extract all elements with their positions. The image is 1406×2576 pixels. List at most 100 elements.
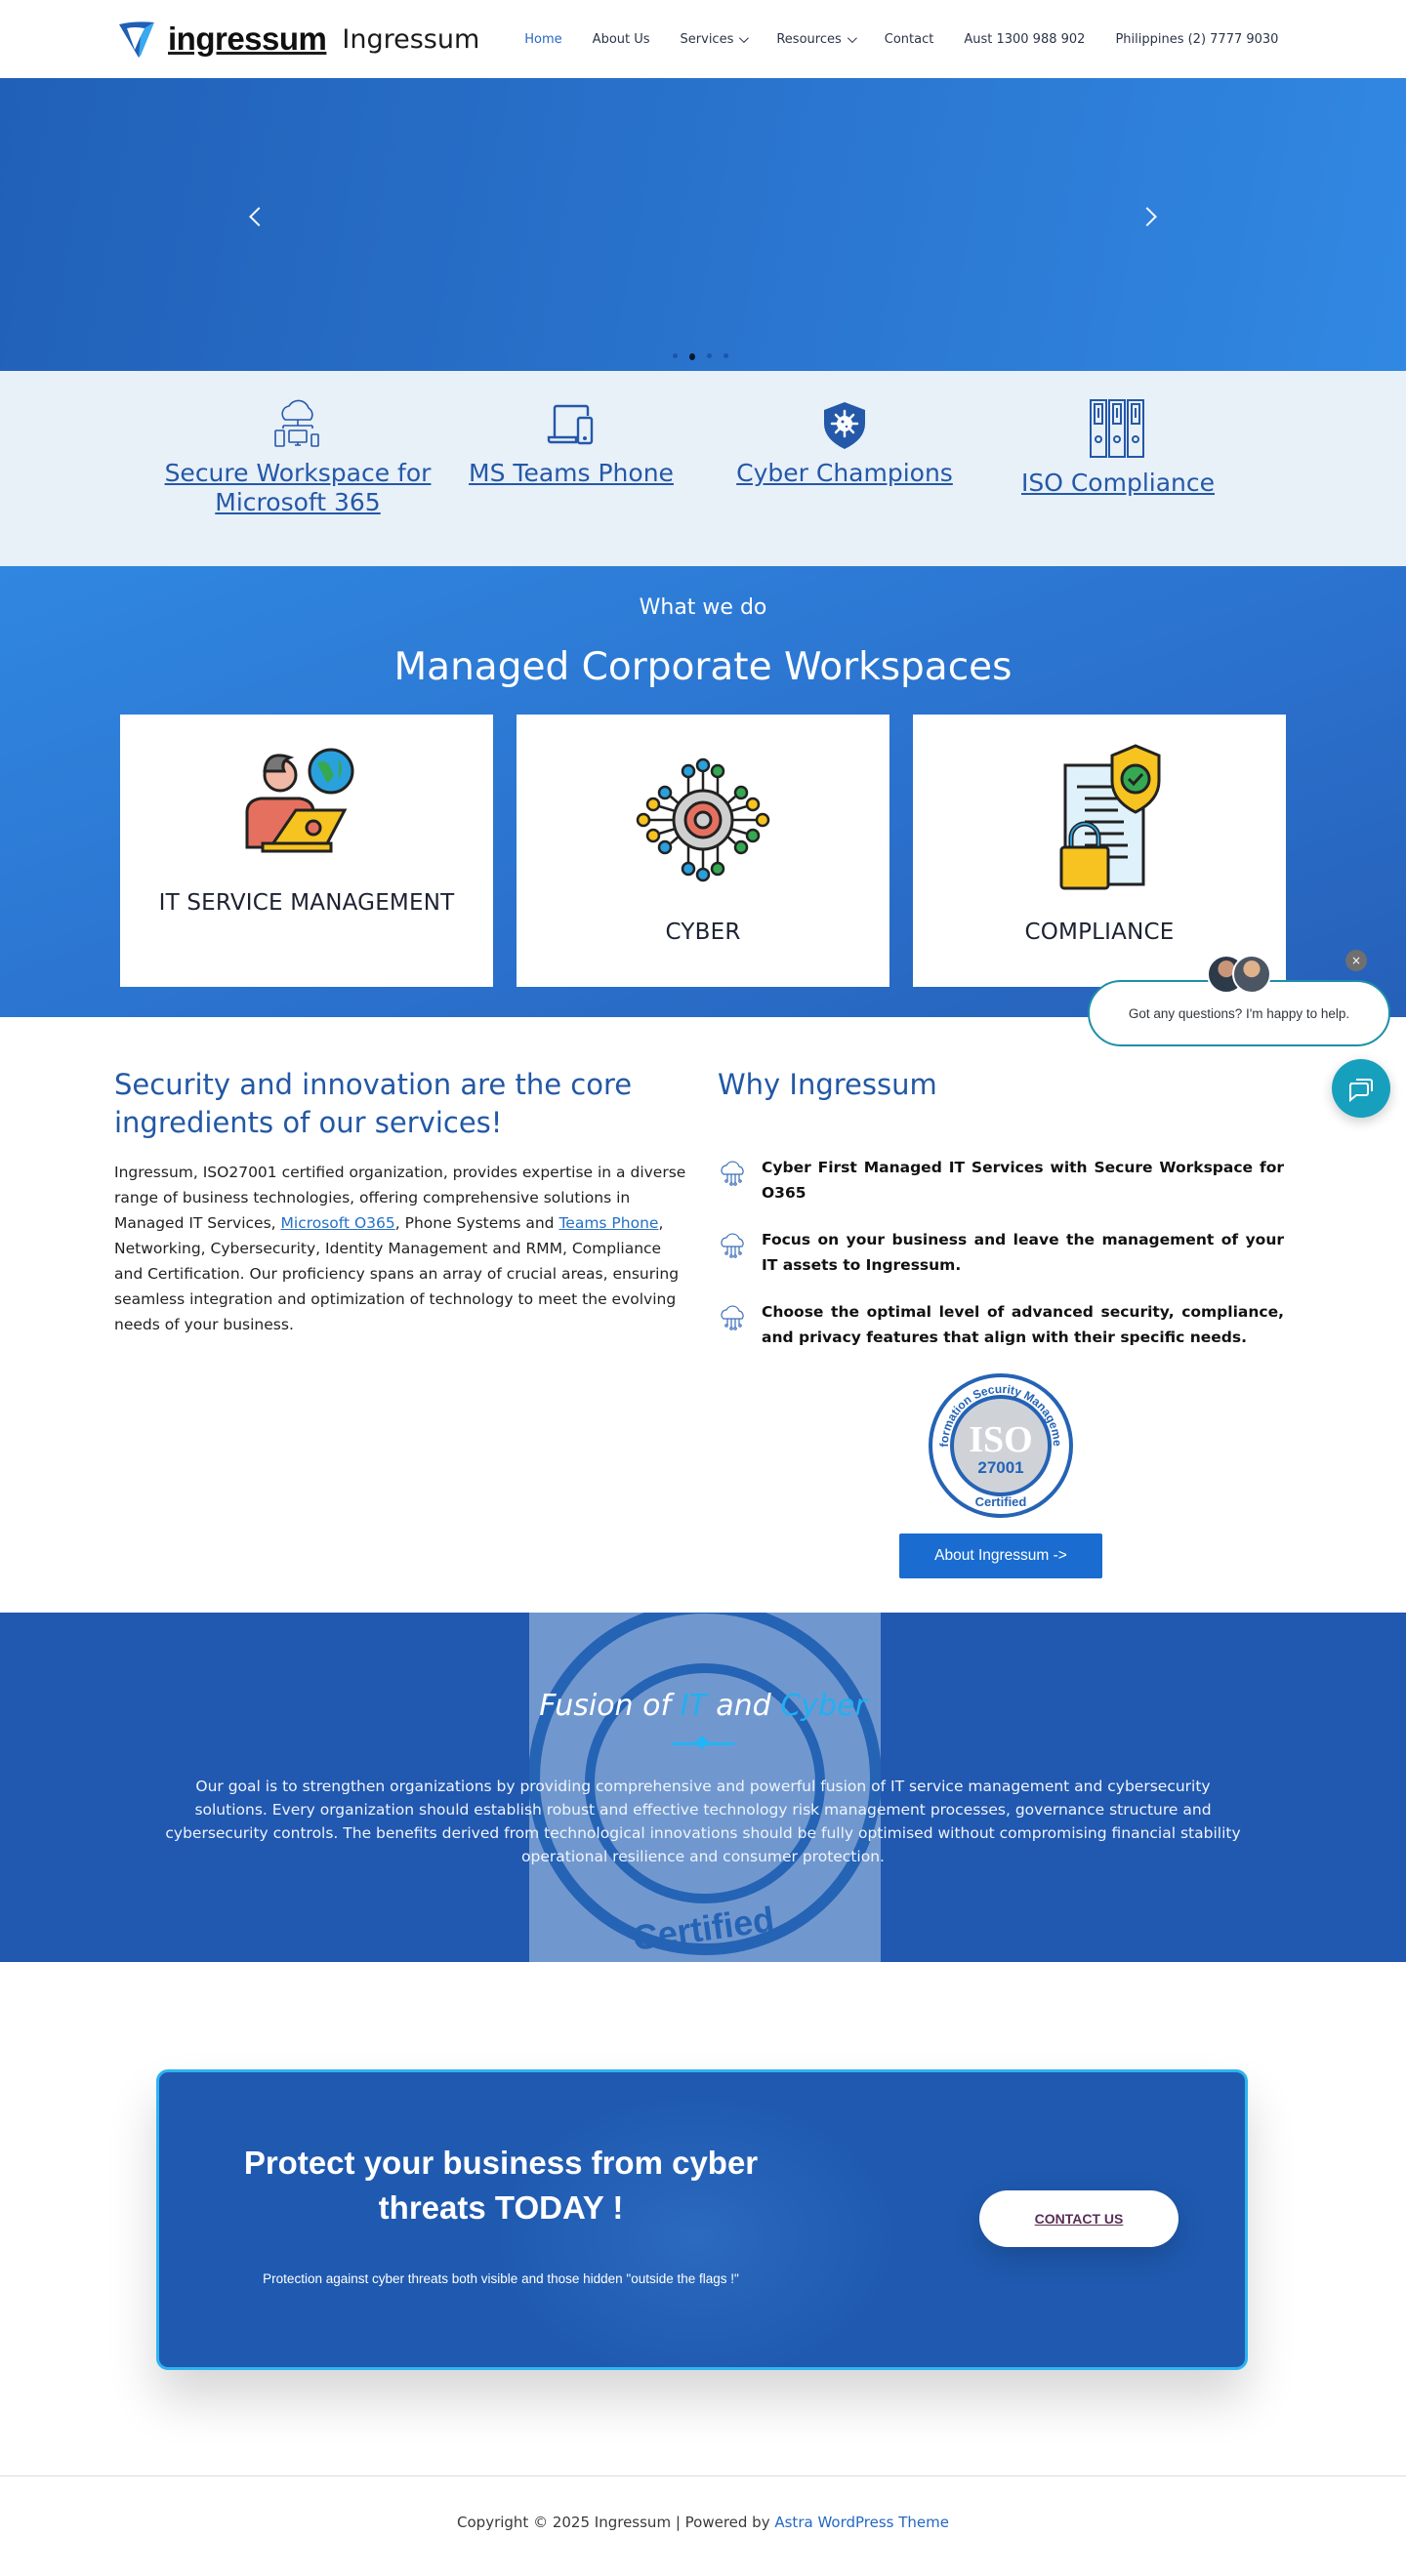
diamond-divider [672,1742,734,1745]
section-title: Managed Corporate Workspaces [393,645,1013,689]
why-list: Cyber First Managed IT Services with Sec… [718,1155,1284,1350]
slider-dot-2[interactable] [689,353,695,360]
feature-label: MS Teams Phone [469,459,674,487]
nav-home-label: Home [524,31,562,47]
laptop-phone-icon [547,404,594,445]
microsoft-o365-link[interactable]: Microsoft O365 [280,1214,395,1232]
fusion-title: Fusion of IT and Cyber [0,1613,1406,1723]
feature-links: Secure Workspace for Microsoft 365 MS Te… [0,371,1406,566]
badge-center-text: ISO [969,1419,1032,1460]
fusion-title-part: Fusion of [539,1689,681,1723]
fusion-title-highlight: Cyber [780,1689,867,1723]
nav-resources-label: Resources [776,31,842,47]
cloud-devices-icon [274,399,319,447]
nav-services-label: Services [680,31,734,47]
card-it-service-management[interactable]: IT SERVICE MANAGEMENT [120,715,493,987]
astra-theme-link[interactable]: Astra WordPress Theme [774,2514,949,2531]
feature-teams-phone[interactable]: MS Teams Phone [434,371,708,566]
chat-bubbles-icon [1349,1079,1373,1103]
slider-dot-4[interactable] [724,353,728,358]
feature-label: Cyber Champions [736,459,953,487]
contact-us-button[interactable]: CONTACT US [979,2190,1179,2247]
chevron-right-icon[interactable] [1137,207,1157,226]
nav-home[interactable]: Home [524,32,561,47]
feature-cyber-champions[interactable]: Cyber Champions [708,371,981,566]
service-cards: IT SERVICE MANAGEMENT [120,715,1286,987]
slider-dots [673,353,728,360]
cloud-circuit-icon [721,1305,744,1330]
card-compliance[interactable]: COMPLIANCE [913,715,1286,987]
section-subtitle: What we do [639,595,767,620]
copyright-text: Copyright © 2025 Ingressum | Powered by … [0,2476,1406,2531]
nav-phone-philippines[interactable]: Philippines (2) 7777 9030 [1115,32,1278,47]
about-paragraph: Ingressum, ISO27001 certified organizati… [114,1160,690,1337]
about-text-part: , Networking, Cybersecurity, Identity Ma… [114,1214,680,1333]
why-column: Why Ingressum Cyber First Managed IT Ser… [718,1017,1284,1613]
card-cyber[interactable]: CYBER [517,715,889,987]
person-laptop-globe-icon [245,748,354,853]
feature-secure-workspace[interactable]: Secure Workspace for Microsoft 365 [161,371,434,566]
iso-watermark-icon: Certified [528,1613,882,1958]
shield-background-icon [491,2092,901,2367]
document-shield-lock-icon [1059,744,1161,890]
avatar [1232,955,1271,994]
card-label: COMPLIANCE [1024,920,1175,945]
site-title[interactable]: Ingressum [342,23,480,55]
nav-about-us[interactable]: About Us [593,32,650,47]
site-header: ingressum Ingressum Home About Us Servic… [0,0,1406,78]
about-column: Security and innovation are the core ing… [114,1017,690,1613]
logo[interactable]: ingressum [115,19,327,60]
chat-close-button[interactable]: × [1345,950,1367,971]
what-we-do-section: What we do Managed Corporate Workspaces … [0,566,1406,1017]
cta-box: Protect your business from cyber threats… [156,2069,1248,2370]
feature-iso-compliance[interactable]: ISO Compliance [981,371,1255,566]
card-label: CYBER [665,920,741,945]
iso-27001-badge: Information Security Management ISO 2700… [927,1371,1073,1518]
hero-slider [0,78,1406,371]
copyright-label: Copyright © 2025 Ingressum | Powered by [457,2514,775,2531]
about-text-part: Ingressum, ISO27001 certified organizati… [114,1164,686,1232]
chevron-down-icon [739,32,750,43]
logo-shield-icon [119,21,154,58]
teams-phone-link[interactable]: Teams Phone [558,1214,659,1232]
logo-wordmark: ingressum [168,20,327,57]
chevron-left-icon[interactable] [249,207,269,226]
nav-resources[interactable]: Resources [776,31,857,47]
about-section: Security and innovation are the core ing… [0,1017,1406,1613]
shield-virus-icon [824,402,865,449]
slider-dot-3[interactable] [707,353,712,358]
card-label: IT SERVICE MANAGEMENT [158,890,455,916]
chevron-down-icon [847,32,857,43]
why-item: Cyber First Managed IT Services with Sec… [718,1155,1284,1206]
feature-label: ISO Compliance [1020,469,1216,497]
main-nav: Home About Us Services Resources Contact… [524,32,1278,47]
nav-contact[interactable]: Contact [885,32,934,47]
why-item-text: Choose the optimal level of advanced sec… [762,1303,1284,1346]
gear-network-icon [636,757,770,882]
why-heading: Why Ingressum [718,1068,937,1101]
nav-phone-australia[interactable]: Aust 1300 988 902 [964,32,1085,47]
chat-open-button[interactable] [1332,1059,1390,1118]
nav-about-label: About Us [592,31,650,47]
fusion-section: Certified Fusion of IT and Cyber Our goa… [0,1613,1406,1962]
badge-bottom-text: Certified [975,1494,1027,1509]
nav-services[interactable]: Services [680,31,750,47]
about-heading: Security and innovation are the core ing… [114,1068,633,1139]
nav-phone-ph-label: Philippines (2) 7777 9030 [1115,31,1279,47]
about-text-part: , Phone Systems and [394,1214,559,1232]
why-item: Focus on your business and leave the man… [718,1227,1284,1278]
nav-contact-label: Contact [884,31,934,47]
about-ingressum-button[interactable]: About Ingressum -> [899,1533,1102,1578]
iso-watermark-background: Certified [528,1613,882,1962]
why-item-text: Focus on your business and leave the man… [762,1231,1284,1274]
cta-subtitle: Protection against cyber threats both vi… [263,2271,739,2286]
feature-label: Secure Workspace for Microsoft 365 [164,459,432,516]
cloud-circuit-icon [721,1233,744,1258]
site-footer: Copyright © 2025 Ingressum | Powered by … [0,2475,1406,2576]
chat-prompt-text: Got any questions? I'm happy to help. [1128,1005,1350,1021]
slider-dot-1[interactable] [673,353,678,358]
chat-prompt-bubble[interactable]: Got any questions? I'm happy to help. [1088,980,1390,1046]
binders-icon [1090,399,1144,458]
nav-phone-au-label: Aust 1300 988 902 [964,31,1086,47]
cta-section: Protect your business from cyber threats… [0,1962,1406,2477]
